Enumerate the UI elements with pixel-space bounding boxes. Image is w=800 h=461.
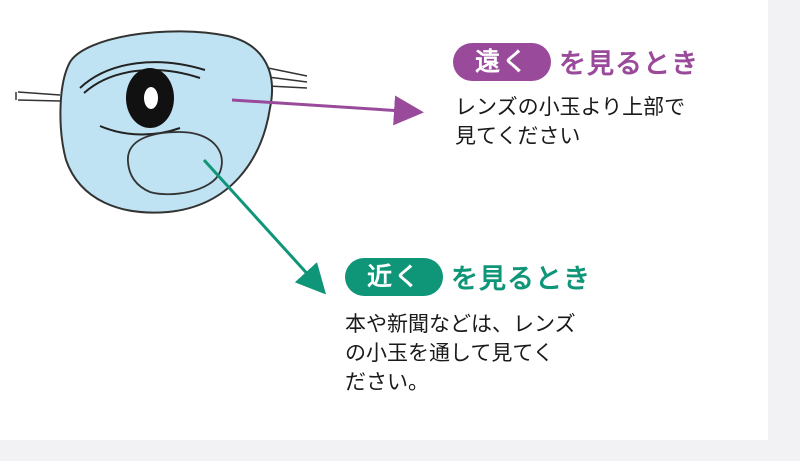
right-temple-icon bbox=[267, 67, 308, 89]
eye-icon bbox=[126, 68, 174, 128]
far-keyword-badge: 遠く bbox=[453, 42, 552, 81]
near-keyword-badge: 近く bbox=[345, 257, 444, 296]
near-description: 本や新聞などは、レンズ の小玉を通して見てく ださい。 bbox=[345, 312, 576, 394]
near-arrow bbox=[202, 158, 327, 295]
near-heading-text: を見るとき bbox=[451, 264, 592, 295]
glasses-illustration bbox=[15, 30, 424, 295]
far-description: レンズの小玉より上部で 見てください bbox=[455, 95, 686, 148]
far-heading-text: を見るとき bbox=[559, 49, 700, 80]
far-arrow bbox=[231, 95, 424, 126]
far-heading: 遠く を見るとき bbox=[453, 42, 699, 81]
left-temple-icon bbox=[15, 91, 61, 102]
eyelid-icon bbox=[79, 61, 206, 136]
near-heading: 近く を見るとき bbox=[345, 257, 591, 296]
diagram-stage: 遠く を見るとき レンズの小玉より上部で 見てください 近く を見るとき 本や新… bbox=[0, 0, 768, 440]
reading-segment-icon bbox=[127, 131, 223, 196]
